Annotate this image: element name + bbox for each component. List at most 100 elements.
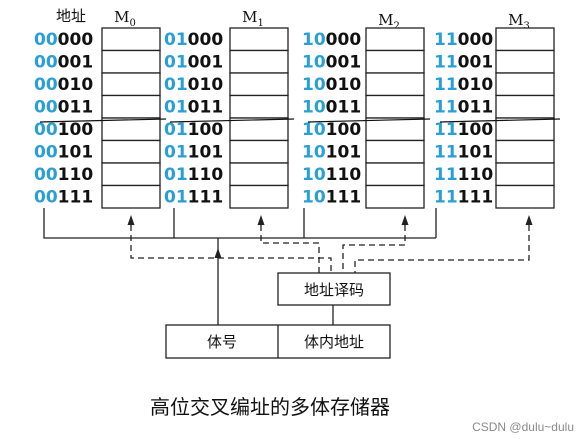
intra-address: 011 bbox=[326, 98, 362, 118]
strike-line bbox=[307, 118, 431, 123]
module-prefix: 10 bbox=[302, 30, 326, 50]
module-prefix: 11 bbox=[434, 120, 458, 140]
intra-address: 110 bbox=[188, 165, 224, 185]
intra-address: 100 bbox=[58, 120, 94, 140]
memory-cell bbox=[101, 162, 161, 187]
intra-address: 011 bbox=[188, 98, 224, 118]
address-label: 01010 bbox=[164, 75, 223, 95]
module-prefix: 10 bbox=[302, 188, 326, 208]
module-prefix: 10 bbox=[302, 75, 326, 95]
intra-address: 111 bbox=[326, 188, 362, 208]
module-prefix: 00 bbox=[34, 165, 58, 185]
address-label: 00100 bbox=[34, 120, 93, 140]
module-prefix: 10 bbox=[302, 120, 326, 140]
module-prefix: 01 bbox=[164, 98, 188, 118]
module-subscript: 3 bbox=[523, 21, 529, 32]
connection-lines bbox=[43, 208, 530, 325]
address-label: 01110 bbox=[164, 165, 223, 185]
intra-address: 101 bbox=[188, 143, 224, 163]
module-prefix: 01 bbox=[164, 30, 188, 50]
memory-cell bbox=[365, 184, 425, 209]
memory-cell bbox=[101, 27, 161, 52]
module-title: M0 bbox=[114, 8, 136, 29]
module-prefix: 10 bbox=[302, 98, 326, 118]
module-prefix: 00 bbox=[34, 30, 58, 50]
address-label: 10100 bbox=[302, 120, 361, 140]
module-prefix: 10 bbox=[302, 165, 326, 185]
intra-address: 101 bbox=[458, 143, 494, 163]
module-prefix: 00 bbox=[34, 98, 58, 118]
address-label: 10101 bbox=[302, 143, 361, 163]
strike-line bbox=[439, 118, 561, 123]
module-title: M1 bbox=[242, 8, 264, 29]
address-label: 10111 bbox=[302, 188, 361, 208]
module-number-label: 体号 bbox=[207, 333, 237, 351]
module-subscript: 0 bbox=[129, 18, 135, 29]
watermark: CSDN @dulu~dulu bbox=[472, 420, 574, 434]
address-label: 10011 bbox=[302, 98, 361, 118]
module-prefix: 01 bbox=[164, 188, 188, 208]
intra-address: 010 bbox=[458, 75, 494, 95]
intra-address: 100 bbox=[458, 120, 494, 140]
intra-address: 010 bbox=[58, 75, 94, 95]
address-label: 11011 bbox=[434, 98, 493, 118]
decoder-label: 地址译码 bbox=[304, 281, 364, 299]
module-prefix: 01 bbox=[164, 75, 188, 95]
address-label: 01100 bbox=[164, 120, 223, 140]
intra-address: 101 bbox=[58, 143, 94, 163]
intra-address: 111 bbox=[188, 188, 224, 208]
intra-address: 111 bbox=[458, 188, 494, 208]
address-label: 00010 bbox=[34, 75, 93, 95]
memory-cell bbox=[365, 72, 425, 97]
module-prefix: 11 bbox=[434, 143, 458, 163]
intra-address: 000 bbox=[188, 30, 224, 50]
intra-address: 101 bbox=[326, 143, 362, 163]
memory-module-2: M210000100011001010011101001010110110101… bbox=[302, 11, 431, 209]
memory-cell bbox=[365, 139, 425, 164]
intra-address: 000 bbox=[58, 30, 94, 50]
memory-cell bbox=[101, 184, 161, 209]
intra-address: 001 bbox=[188, 53, 224, 73]
intra-address: 110 bbox=[58, 165, 94, 185]
memory-cell bbox=[365, 27, 425, 52]
module-prefix: 11 bbox=[434, 188, 458, 208]
memory-modules: M000000000010001000011001000010100110001… bbox=[34, 8, 561, 209]
address-label: 01101 bbox=[164, 143, 223, 163]
intra-address: 111 bbox=[58, 188, 94, 208]
memory-cell bbox=[495, 184, 555, 209]
module-prefix: 01 bbox=[164, 120, 188, 140]
intra-address: 110 bbox=[326, 165, 362, 185]
module-prefix: 00 bbox=[34, 120, 58, 140]
address-label: 10110 bbox=[302, 165, 361, 185]
module-prefix: 00 bbox=[34, 143, 58, 163]
module-prefix: 11 bbox=[434, 75, 458, 95]
intra-address: 010 bbox=[188, 75, 224, 95]
address-label: 00110 bbox=[34, 165, 93, 185]
memory-cell bbox=[101, 117, 161, 142]
memory-cell bbox=[229, 49, 289, 74]
strike-line bbox=[169, 118, 295, 123]
address-label: 11001 bbox=[434, 53, 493, 73]
memory-cell bbox=[365, 117, 425, 142]
memory-cell bbox=[101, 72, 161, 97]
memory-module-0: M000000000010001000011001000010100110001… bbox=[34, 8, 167, 209]
memory-module-1: M101000010010101001011011000110101110011… bbox=[164, 8, 295, 209]
memory-cell bbox=[229, 94, 289, 119]
memory-cell bbox=[495, 49, 555, 74]
figure-caption: 高位交叉编址的多体存储器 bbox=[150, 395, 390, 419]
address-label: 01011 bbox=[164, 98, 223, 118]
intra-address: 100 bbox=[326, 120, 362, 140]
intra-address: 100 bbox=[188, 120, 224, 140]
memory-cell bbox=[229, 27, 289, 52]
address-label: 00101 bbox=[34, 143, 93, 163]
memory-cell bbox=[229, 162, 289, 187]
intra-address: 001 bbox=[326, 53, 362, 73]
memory-cell bbox=[229, 72, 289, 97]
memory-cell bbox=[365, 162, 425, 187]
memory-cell bbox=[229, 117, 289, 142]
address-register: 体号 体内地址 bbox=[165, 324, 391, 359]
memory-cell bbox=[365, 49, 425, 74]
intra-address: 010 bbox=[326, 75, 362, 95]
address-label: 01000 bbox=[164, 30, 223, 50]
